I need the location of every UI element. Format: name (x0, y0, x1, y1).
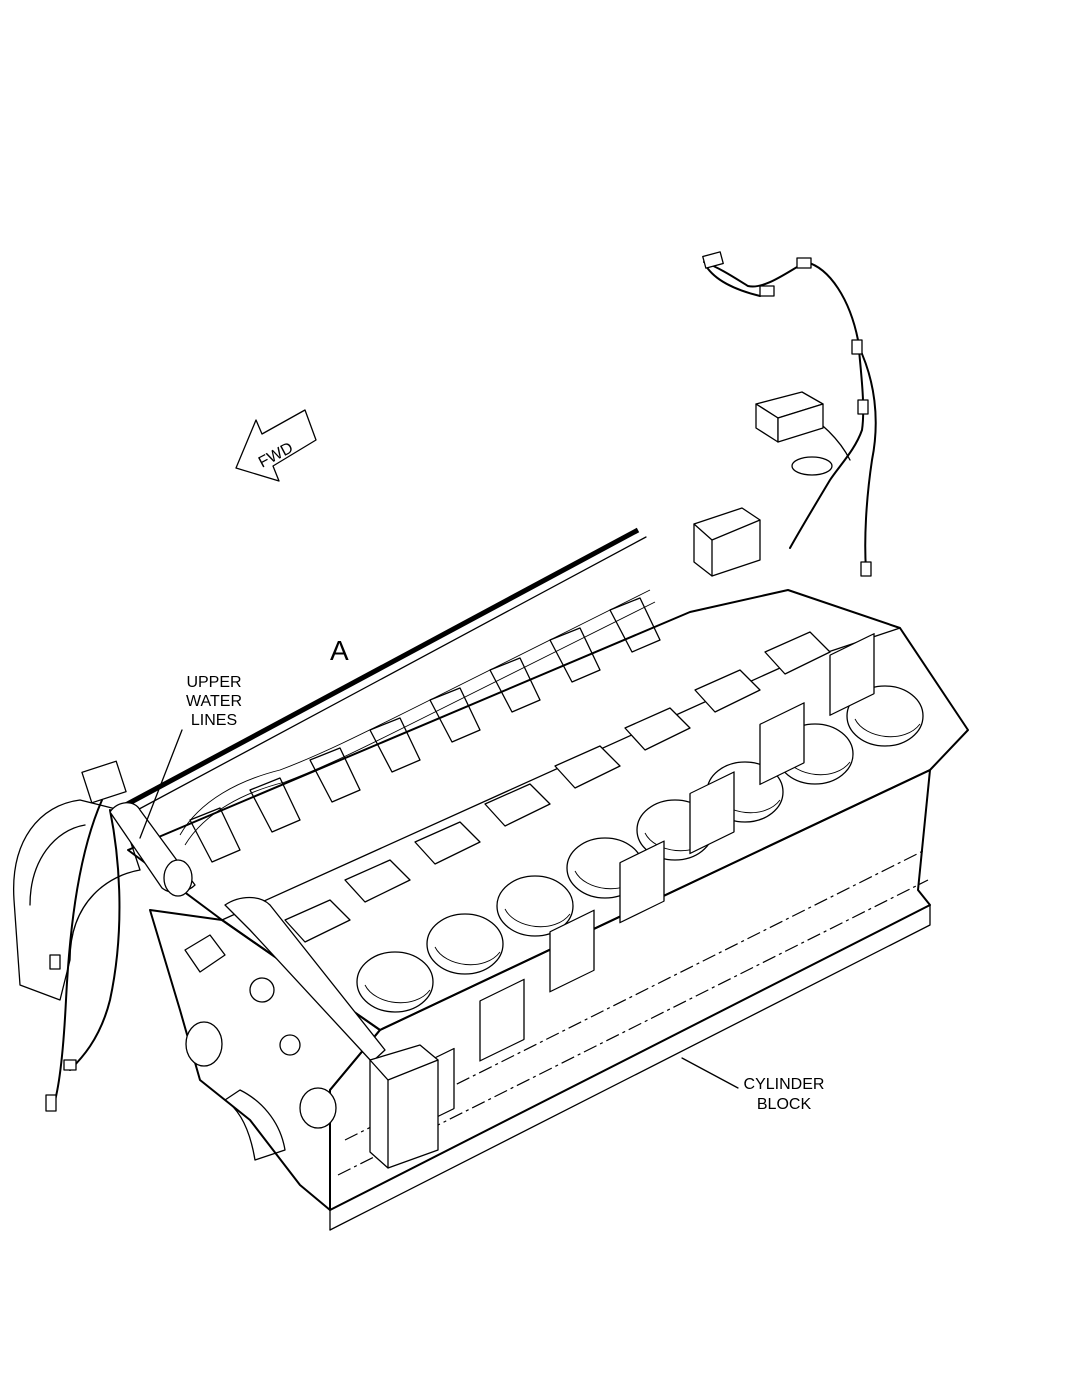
view-letter-a: A (330, 635, 349, 666)
svg-text:WATER: WATER (186, 693, 242, 710)
svg-text:LINES: LINES (191, 712, 237, 729)
cylinder-block (127, 589, 969, 1231)
fwd-label: FWD (256, 439, 296, 471)
crankcase-windows (409, 632, 875, 1131)
wiring-harness (693, 251, 877, 577)
cylinder-block-leader (681, 1057, 739, 1089)
left-water-manifold (13, 760, 141, 1112)
valve-pockets (284, 631, 831, 943)
upper-water-lines (109, 527, 661, 897)
upper-water-lines-label: UPPER WATER LINES (186, 674, 242, 729)
svg-text:BLOCK: BLOCK (757, 1096, 812, 1113)
fwd-arrow: FWD (235, 409, 317, 482)
upper-water-lines-leader (139, 729, 183, 839)
end-plate-openings (184, 934, 337, 1161)
svg-text:CYLINDER: CYLINDER (744, 1076, 825, 1093)
cylinder-block-label: CYLINDER BLOCK (744, 1076, 825, 1113)
svg-text:UPPER: UPPER (186, 674, 241, 691)
